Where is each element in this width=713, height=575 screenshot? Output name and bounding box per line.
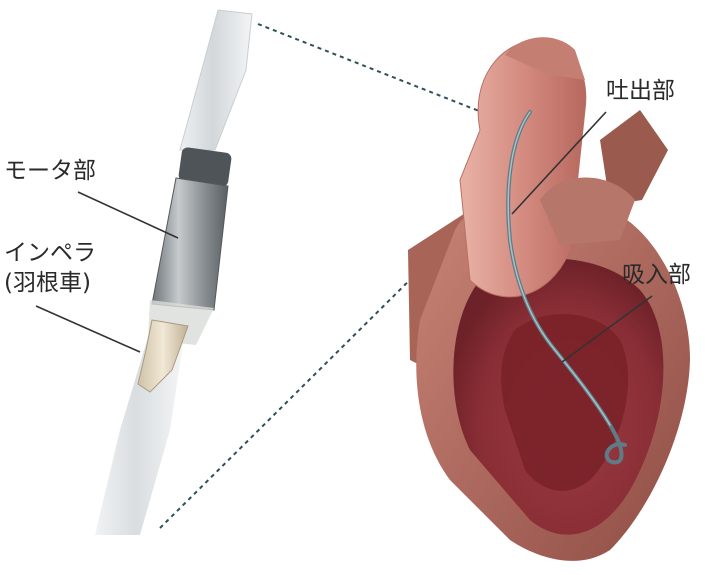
impeller-label: インペラ [4,240,96,266]
catheter-closeup [95,10,252,535]
motor-housing [152,178,228,310]
motor-label: モータ部 [4,158,96,184]
leader-impeller [36,306,140,352]
inlet-label: 吸入部 [622,262,691,288]
outlet-label: 吐出部 [606,78,675,104]
impeller-sublabel: (羽根車) [4,270,91,296]
dashed-connector-top [258,24,512,124]
leader-motor [78,192,178,238]
catheter-shaft [180,10,252,150]
